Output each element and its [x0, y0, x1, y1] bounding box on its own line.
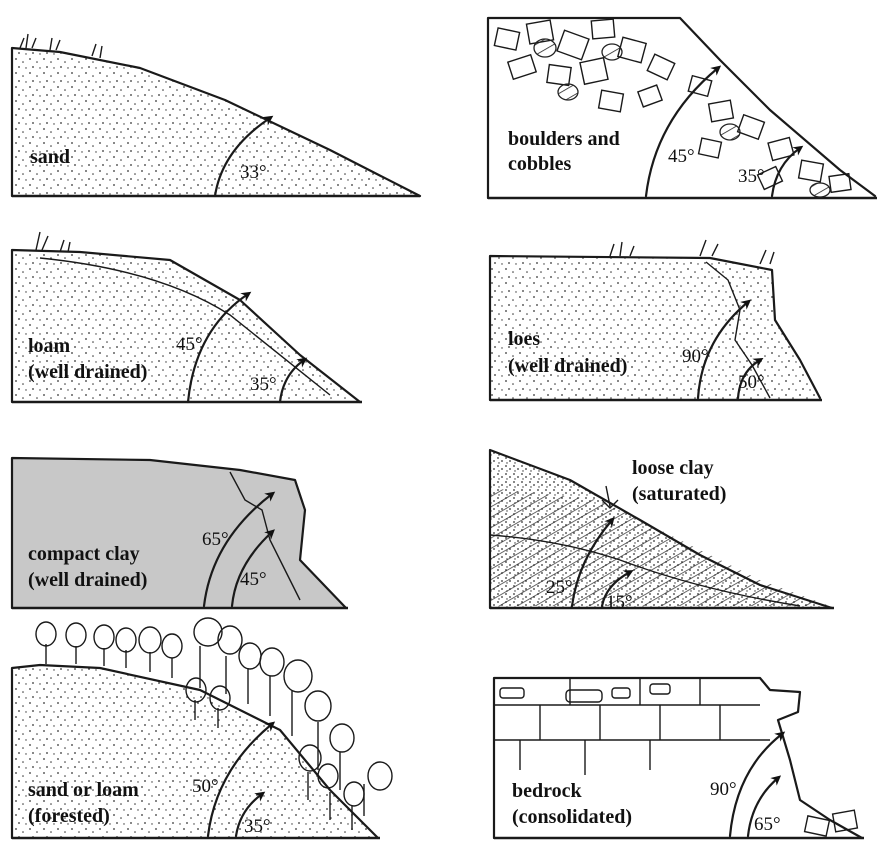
- panel-label-loam-1: loam: [28, 335, 71, 357]
- angle-label-35-forested: 35°: [244, 816, 271, 837]
- angle-label-15: 15°: [606, 592, 633, 613]
- panel-sand-loam-forested: sand or loam (forested) 50° 35°: [12, 618, 392, 838]
- angle-label-50-forested: 50°: [192, 776, 219, 797]
- angle-label-50-loes: 50°: [738, 372, 765, 393]
- loam-grass: [36, 232, 70, 252]
- panel-label-forested-2: (forested): [28, 805, 110, 827]
- angle-label-65-bedrock: 65°: [754, 814, 781, 835]
- panel-loose-clay: loose clay (saturated) 25° 15°: [490, 450, 834, 613]
- panel-label-compact-clay-1: compact clay: [28, 543, 140, 565]
- panel-bedrock: bedrock (consolidated) 90° 65°: [494, 678, 864, 838]
- angle-label-90-bedrock: 90°: [710, 779, 737, 800]
- panel-label-sand: sand: [30, 146, 70, 168]
- panel-loam: loam (well drained) 45° 35°: [12, 232, 362, 402]
- angle-label-90-loes: 90°: [682, 346, 709, 367]
- angle-label-65-clay: 65°: [202, 529, 229, 550]
- panel-label-bedrock-1: bedrock: [512, 780, 583, 802]
- panel-label-loam-2: (well drained): [28, 361, 147, 383]
- panel-label-loes-2: (well drained): [508, 355, 627, 377]
- angle-arrow-35-boulders: [772, 148, 800, 196]
- panel-compact-clay: compact clay (well drained) 65° 45°: [12, 458, 348, 608]
- panel-label-loose-clay-2: (saturated): [632, 483, 726, 505]
- panel-boulders: boulders and cobbles 45° 35°: [488, 18, 877, 198]
- panel-loes: loes (well drained) 90° 50°: [490, 240, 822, 400]
- panel-label-loose-clay-1: loose clay: [632, 457, 714, 479]
- angle-label-35-boulders: 35°: [738, 166, 765, 187]
- angle-label-45-boulders: 45°: [668, 146, 695, 167]
- panel-label-forested-1: sand or loam: [28, 779, 139, 801]
- angle-label-35-loam: 35°: [250, 374, 277, 395]
- panel-label-boulders-1: boulders and: [508, 128, 620, 150]
- angle-label-33: 33°: [240, 162, 267, 183]
- panel-sand: sand 33°: [12, 34, 420, 196]
- angle-label-25: 25°: [546, 577, 573, 598]
- panel-label-loes-1: loes: [508, 328, 540, 350]
- angle-label-45-clay: 45°: [240, 569, 267, 590]
- boulder-hatched-shapes: [534, 39, 830, 197]
- panel-label-boulders-2: cobbles: [508, 153, 572, 175]
- panel-label-bedrock-2: (consolidated): [512, 806, 632, 828]
- angle-label-45-loam: 45°: [176, 334, 203, 355]
- panel-label-compact-clay-2: (well drained): [28, 569, 147, 591]
